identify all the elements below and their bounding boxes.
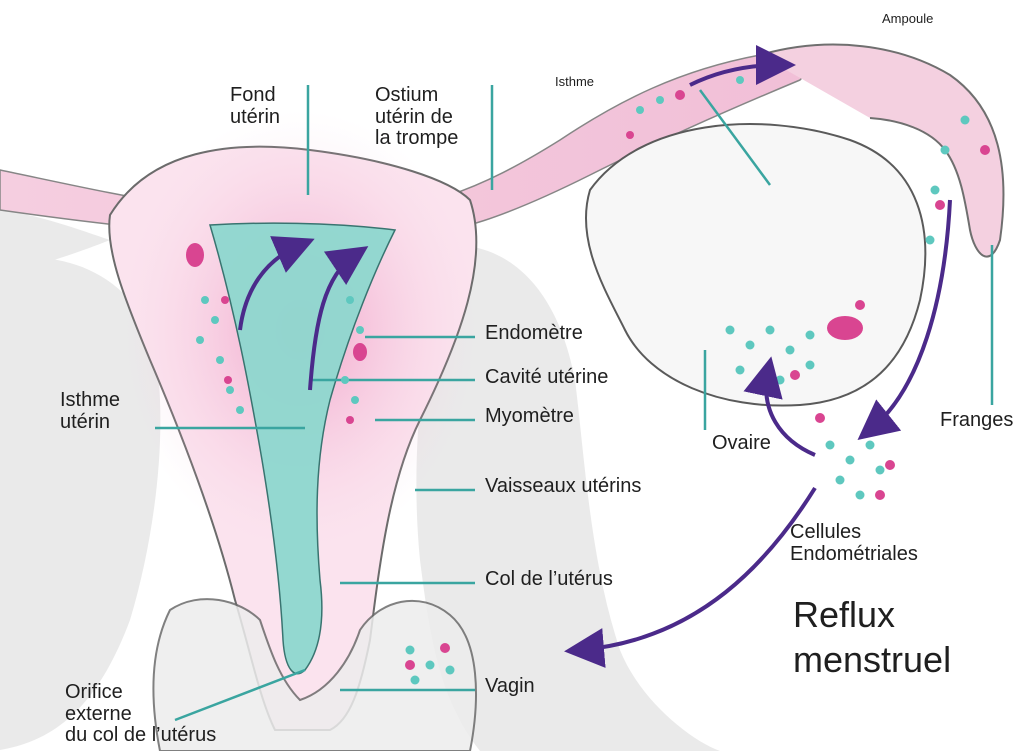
label-ostium: Ostium utérin de la trompe: [375, 85, 458, 150]
label-cellules-endometriales: Cellules Endométriales: [790, 522, 918, 565]
label-ovaire: Ovaire: [712, 433, 771, 455]
label-myometre: Myomètre: [485, 406, 574, 428]
arrow-reflux: [580, 488, 815, 650]
label-isthme-uterin: Isthme utérin: [60, 390, 120, 433]
label-cavite-uterine: Cavité utérine: [485, 367, 608, 389]
label-col-uterus: Col de l’utérus: [485, 569, 613, 591]
label-orifice-externe: Orifice externe du col de l’utérus: [65, 682, 216, 747]
label-endometre: Endomètre: [485, 323, 583, 345]
label-franges: Franges: [940, 410, 1013, 432]
label-isthme: Isthme: [555, 75, 594, 89]
label-ampoule: Ampoule: [882, 12, 933, 26]
label-reflux-menstruel: Reflux menstruel: [793, 592, 951, 682]
label-vaisseaux-uterins: Vaisseaux utérins: [485, 476, 641, 498]
label-vagin: Vagin: [485, 676, 535, 698]
label-fond-uterin: Fond utérin: [230, 85, 280, 128]
